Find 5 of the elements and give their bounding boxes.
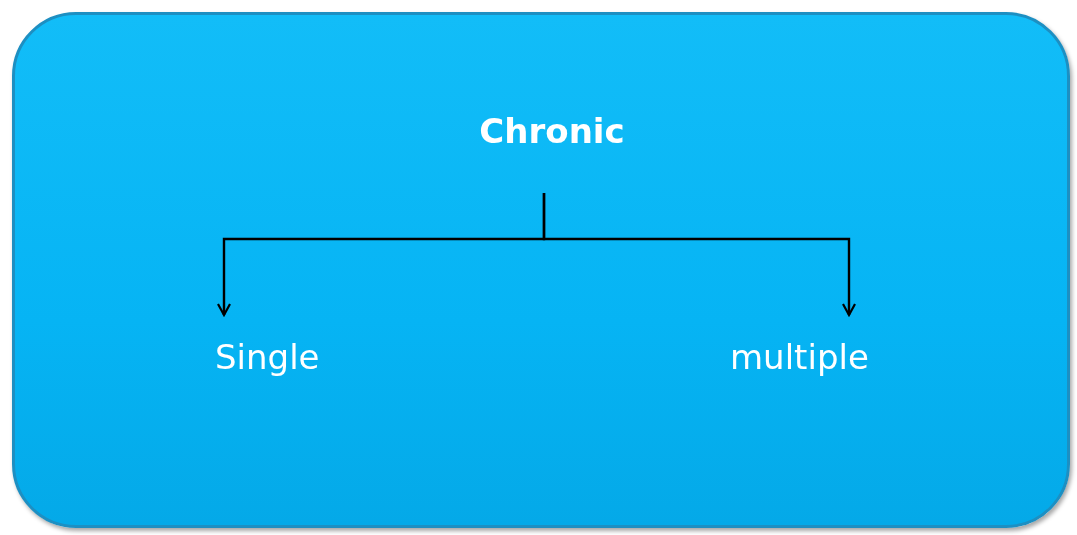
arrow	[542, 193, 857, 317]
node-label: Single	[215, 315, 345, 377]
node-label: Chronic	[452, 111, 652, 193]
node-label: multiple	[730, 315, 900, 377]
rounded-panel	[12, 12, 1070, 528]
